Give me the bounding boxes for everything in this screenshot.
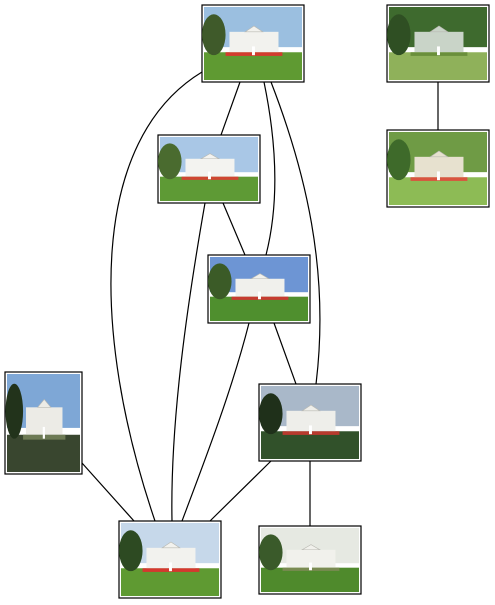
photo-lawn xyxy=(160,176,258,201)
photo-lawn xyxy=(389,177,487,205)
edge-n5-n8 xyxy=(181,322,250,522)
photo-node-n4[interactable] xyxy=(386,129,490,208)
photo-node-n7[interactable] xyxy=(258,383,362,462)
photo-node-n8[interactable] xyxy=(118,520,222,599)
photo-node-n3[interactable] xyxy=(157,134,261,204)
photo-lawn xyxy=(261,431,359,459)
photo-building xyxy=(414,156,464,178)
edge-n3-n5 xyxy=(222,202,246,256)
photo-fountain xyxy=(309,562,312,571)
photo-fountain xyxy=(208,171,211,180)
photo-node-n1[interactable] xyxy=(201,4,305,83)
photo-roof xyxy=(244,25,264,33)
photo-fountain xyxy=(169,562,172,572)
photo-roof xyxy=(161,541,181,549)
edge-n7-n8 xyxy=(209,460,272,522)
photo-roof xyxy=(250,273,270,280)
edge-n3-n8 xyxy=(171,202,206,522)
photo-node-n5[interactable] xyxy=(207,254,311,324)
photo-roof xyxy=(200,153,220,160)
photo-trees xyxy=(387,139,411,181)
photo-lawn xyxy=(210,296,308,321)
photo-lawn xyxy=(389,52,487,80)
photo-lawn xyxy=(121,568,219,596)
photo-node-n6[interactable] xyxy=(4,371,83,475)
photo-roof xyxy=(301,544,321,551)
edge-n1-n5 xyxy=(263,81,276,256)
photo-roof xyxy=(37,399,52,408)
photo-trees xyxy=(259,534,283,571)
photo-roof xyxy=(429,150,449,158)
photo-trees xyxy=(208,263,232,300)
edge-n1-n7 xyxy=(270,81,321,385)
photo-trees xyxy=(5,383,24,439)
edge-n1-n3 xyxy=(220,81,241,136)
photo-building xyxy=(229,31,279,53)
edge-layer xyxy=(81,71,439,526)
photo-trees xyxy=(119,530,143,572)
edge-n6-n8 xyxy=(81,462,135,522)
photo-building xyxy=(286,549,336,568)
photo-fountain xyxy=(252,46,255,56)
photo-fountain xyxy=(309,425,312,435)
photo-trees xyxy=(259,393,283,435)
photo-fountain xyxy=(437,171,440,181)
photo-fountain xyxy=(437,46,440,56)
photo-building xyxy=(414,31,464,53)
edge-n1-n8 xyxy=(110,71,203,522)
photo-lawn xyxy=(204,52,302,80)
photo-trees xyxy=(387,14,411,56)
photo-fountain xyxy=(42,426,45,439)
photo-node-n9[interactable] xyxy=(258,525,362,595)
photo-roof xyxy=(301,404,321,412)
photo-roof xyxy=(429,25,449,33)
photo-lawn xyxy=(261,567,359,592)
photo-building xyxy=(146,547,196,569)
node-layer xyxy=(4,4,490,599)
photo-building xyxy=(286,410,336,432)
photo-lawn xyxy=(7,434,80,472)
photo-fountain xyxy=(258,291,261,300)
edge-n5-n7 xyxy=(273,322,297,385)
photo-node-n2[interactable] xyxy=(386,4,490,83)
photo-trees xyxy=(202,14,226,56)
photo-building xyxy=(185,158,235,177)
photo-trees xyxy=(158,143,182,180)
photo-building xyxy=(235,278,285,297)
